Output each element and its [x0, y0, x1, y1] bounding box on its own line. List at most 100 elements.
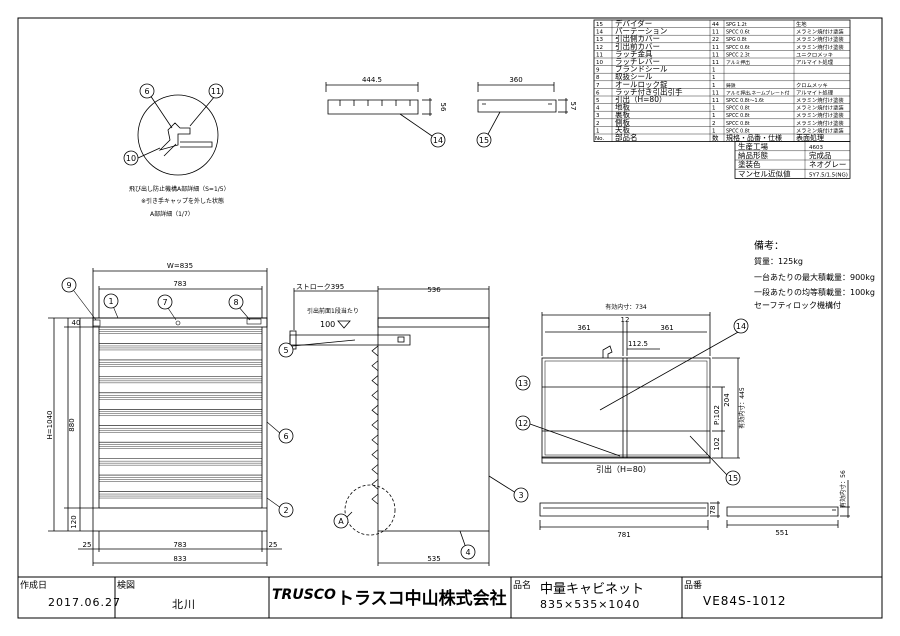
part-finish: メラミン焼付け塗装 [796, 35, 844, 43]
side-view [281, 286, 517, 566]
part-finish: メラミン焼付け塗装 [796, 96, 844, 104]
dim-base: 120 [70, 515, 78, 528]
company-name: トラスコ中山株式会社 [337, 589, 507, 609]
part-qty: 11 [712, 45, 719, 51]
svg-text:15: 15 [479, 136, 489, 145]
created-label: 作成日 [20, 581, 48, 591]
svg-text:4: 4 [465, 548, 470, 557]
checked-label: 検図 [117, 581, 136, 591]
dim-divider-length: 360 [509, 76, 522, 84]
part-name: パーテーション [615, 27, 667, 36]
svg-text:6: 6 [144, 87, 149, 96]
part-finish: メラミン焼付け塗装 [796, 126, 844, 134]
detail-caption: A部詳細（1/7） [150, 210, 194, 218]
header-no: No. [595, 136, 604, 142]
svg-text:12: 12 [518, 419, 528, 428]
detail-a-label: A [338, 517, 344, 526]
part-name: ラッチレバー [615, 57, 660, 66]
part-qty: 1 [712, 113, 716, 119]
dim-bottom-overall: 833 [173, 555, 186, 563]
part-no: 11 [596, 52, 603, 58]
balloon-14 [430, 132, 446, 148]
front-balloons: 9 1 7 8 6 2 [61, 277, 294, 518]
partition-views [325, 82, 568, 137]
part-qty: 1 [712, 83, 716, 89]
dim-12: 12 [621, 316, 630, 324]
part-qty: 11 [712, 30, 719, 36]
part-qty: 2 [712, 121, 716, 127]
info-value: 完成品 [809, 150, 832, 160]
part-qty: 11 [712, 98, 719, 104]
name-value: 中量キャビネット [540, 582, 645, 597]
part-finish: アルマイト処理 [796, 58, 834, 66]
part-spec: SPCC 0.8t [726, 106, 750, 112]
svg-text:1: 1 [108, 297, 113, 306]
part-finish: 生地 [796, 20, 807, 28]
dim-inner-width-734: 有効内寸：734 [605, 303, 647, 311]
detail-balloons: 6 11 10 [123, 83, 224, 166]
dim-partition-length: 444.5 [362, 76, 382, 84]
dim-depth-bottom: 535 [427, 555, 440, 563]
note-line: 質量：125kg [754, 256, 803, 266]
part-spec: SPCC 2.3t [726, 52, 750, 58]
dim-551: 551 [775, 529, 788, 537]
brand-logo: TRUSCO [272, 587, 336, 603]
part-qty: 11 [712, 52, 719, 58]
part-finish: クロムメッキ [796, 82, 828, 89]
info-label: マンセル近似値 [738, 168, 791, 178]
svg-text:10: 10 [126, 154, 136, 163]
part-no: 8 [596, 75, 600, 81]
dim-overall-width: W=835 [167, 262, 193, 270]
part-qty: 22 [712, 37, 719, 43]
part-name: 取扱シール [615, 71, 653, 81]
drawer-plan [529, 312, 741, 476]
dim-pitch: P:102 [713, 405, 721, 425]
header-finish: 表面処理 [796, 133, 824, 142]
svg-text:14: 14 [433, 136, 443, 145]
part-finish: ユニクロメッキ [796, 51, 833, 58]
part-finish: メラミン焼付け塗装 [796, 111, 844, 119]
dim-112-5: 112.5 [628, 340, 648, 348]
svg-text:2: 2 [283, 506, 288, 515]
part-no: 3 [596, 113, 600, 119]
dim-781: 781 [617, 531, 630, 539]
dim-stroke-note: 引出前面1段当たり [307, 307, 359, 315]
part-name: 引出前カバー [615, 41, 660, 51]
svg-text:6: 6 [283, 432, 288, 441]
part-qty: 44 [712, 22, 719, 28]
title-block [18, 576, 882, 618]
part-spec: SPCC 0.8t〜1.6t [726, 98, 764, 104]
part-name: 天板 [615, 124, 630, 134]
part-spec: SPCC 0.8t [726, 113, 750, 119]
part-finish: メラミン焼付け塗装 [796, 119, 844, 127]
part-qty: 11 [712, 90, 719, 96]
dim-divider-height: 57 [569, 102, 577, 111]
part-no: 7 [596, 83, 600, 89]
drawer-section [539, 480, 850, 530]
part-name: オールロック錠 [615, 79, 668, 89]
front-view [48, 268, 282, 566]
header-spec: 規格・品番・仕様 [726, 133, 782, 142]
info-value: ネオグレー [809, 159, 846, 169]
svg-text:15: 15 [728, 474, 738, 483]
dim-102: 102 [713, 437, 721, 450]
part-name: 裏板 [615, 109, 630, 119]
notes-title: 備考： [754, 239, 784, 252]
svg-text:9: 9 [66, 281, 71, 290]
part-no: 12 [596, 45, 603, 51]
part-spec: SPCC 0.8t [726, 128, 750, 134]
part-finish: アルマイト処理 [796, 88, 834, 96]
code-value: VE84S-1012 [703, 594, 787, 608]
svg-text:8: 8 [233, 298, 238, 307]
part-qty: 1 [712, 128, 716, 134]
note-line: 一段あたりの均等積載量：100kg [754, 287, 875, 297]
part-qty: 1 [712, 68, 716, 74]
dim-361-left: 361 [577, 324, 590, 332]
dim-78: 78 [709, 506, 717, 515]
part-spec: SPG 0.8t [726, 37, 747, 43]
note-line: セーフティロック機構付 [754, 300, 841, 310]
part-finish: メラミン焼付け塗装 [796, 104, 844, 112]
header-qty: 数 [712, 133, 719, 142]
